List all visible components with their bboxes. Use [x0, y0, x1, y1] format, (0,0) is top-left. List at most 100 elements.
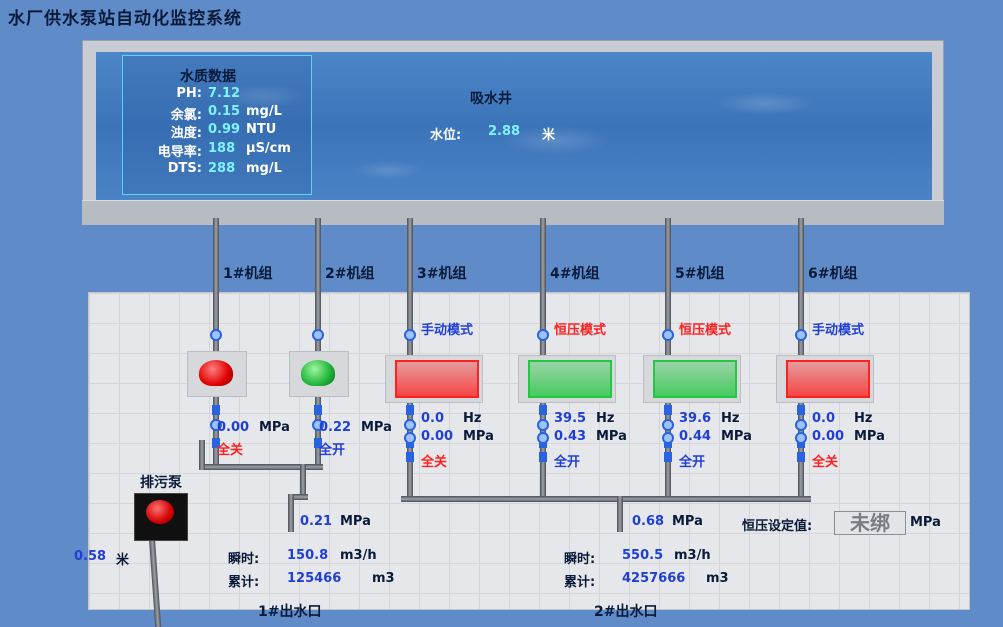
wq-unit: mg/L	[246, 161, 282, 176]
outlet2-total-unit: m3	[706, 571, 729, 586]
wq-unit: mg/L	[246, 104, 282, 119]
water-quality-title: 水质数据	[180, 69, 236, 85]
valve-icon[interactable]	[537, 329, 549, 341]
unit-pressure-value: 0.00	[812, 429, 845, 444]
pipe-fitting	[664, 405, 672, 415]
outlet2-total-label: 累计:	[564, 575, 596, 590]
wq-label: 余氯:	[170, 108, 202, 123]
valve-icon[interactable]	[404, 432, 416, 444]
pipe-unit-2	[315, 218, 321, 466]
outlet2-pressure-unit: MPa	[672, 514, 703, 529]
pipe-fitting	[797, 452, 805, 462]
outlet2-manifold	[401, 496, 811, 502]
valve-icon[interactable]	[537, 432, 549, 444]
outlet2-pipe	[617, 496, 623, 532]
wq-label: PH:	[176, 86, 202, 101]
unit-frequency-value: 0.0	[812, 411, 836, 426]
valve-icon[interactable]	[312, 419, 324, 431]
unit-valve-status: 全关	[812, 455, 839, 470]
setpoint-label: 恒压设定值:	[742, 519, 813, 534]
pipe-fitting	[664, 452, 672, 462]
valve-icon[interactable]	[662, 419, 674, 431]
outlet1-total-value: 125466	[287, 571, 342, 586]
well-level-value: 2.88	[488, 124, 521, 139]
valve-icon[interactable]	[662, 432, 674, 444]
valve-icon[interactable]	[210, 329, 222, 341]
valve-icon[interactable]	[537, 419, 549, 431]
unit-frequency-unit: Hz	[854, 411, 873, 426]
wq-label: 电导率:	[157, 145, 202, 160]
unit-name-3: 3#机组	[417, 266, 467, 282]
suction-well-edge	[82, 200, 944, 225]
wq-value: 0.15	[208, 104, 241, 119]
unit-valve-status: 全开	[554, 455, 581, 470]
unit-pressure-unit: MPa	[463, 429, 494, 444]
sewage-pump-label: 排污泵	[140, 475, 182, 491]
valve-icon[interactable]	[210, 419, 222, 431]
unit-frequency-value: 0.0	[421, 411, 445, 426]
setpoint-unit: MPa	[910, 515, 941, 530]
outlet1-name: 1#出水口	[258, 604, 322, 620]
outlet1-instant-value: 150.8	[287, 548, 329, 563]
unit-frequency-unit: Hz	[596, 411, 615, 426]
valve-icon[interactable]	[795, 329, 807, 341]
suction-well-name: 吸水井	[470, 91, 512, 107]
valve-icon[interactable]	[404, 419, 416, 431]
water-quality-panel	[122, 55, 312, 195]
pipe-fitting	[406, 452, 414, 462]
unit-pressure-value: 0.00	[421, 429, 454, 444]
setpoint-input[interactable]: 未绑	[834, 511, 906, 535]
unit-name-4: 4#机组	[550, 266, 600, 282]
unit-mode-5[interactable]: 恒压模式	[679, 323, 732, 338]
unit-pressure-value: 0.00	[217, 420, 250, 435]
valve-icon[interactable]	[312, 329, 324, 341]
unit-valve-status: 全关	[217, 443, 244, 458]
outlet1-pipe	[288, 494, 294, 532]
unit-pressure-value: 0.22	[319, 420, 352, 435]
outlet1-instant-unit: m3/h	[340, 548, 377, 563]
pipe-fitting	[212, 405, 220, 415]
unit-pressure-value: 0.44	[679, 429, 712, 444]
valve-icon[interactable]	[404, 329, 416, 341]
outlet1-riser	[300, 464, 306, 494]
pipe-fitting	[797, 405, 805, 415]
pump-5[interactable]	[653, 360, 737, 398]
valve-icon[interactable]	[795, 419, 807, 431]
unit-valve-status: 全开	[679, 455, 706, 470]
pipe-fitting	[539, 405, 547, 415]
pump-2[interactable]	[301, 360, 335, 386]
pump-6[interactable]	[786, 360, 870, 398]
sewage-level-value: 0.58	[74, 549, 107, 564]
unit-frequency-unit: Hz	[463, 411, 482, 426]
wq-value: 7.12	[208, 86, 241, 101]
unit-valve-status: 全开	[319, 443, 346, 458]
unit-name-5: 5#机组	[675, 266, 725, 282]
unit-pressure-unit: MPa	[361, 420, 392, 435]
unit-mode-4[interactable]: 恒压模式	[554, 323, 607, 338]
valve-icon[interactable]	[662, 329, 674, 341]
valve-icon[interactable]	[795, 432, 807, 444]
unit-name-6: 6#机组	[808, 266, 858, 282]
pipe-fitting	[539, 452, 547, 462]
unit-name-1: 1#机组	[223, 266, 273, 282]
unit-frequency-unit: Hz	[721, 411, 740, 426]
outlet1-pressure-value: 0.21	[300, 514, 333, 529]
unit-mode-3[interactable]: 手动模式	[421, 323, 474, 338]
outlet1-total-unit: m3	[372, 571, 395, 586]
pump-3[interactable]	[395, 360, 479, 398]
outlet1-elbow	[290, 494, 308, 500]
wq-unit: μS/cm	[246, 141, 291, 156]
outlet2-name: 2#出水口	[594, 604, 658, 620]
outlet2-instant-label: 瞬时:	[564, 552, 596, 567]
pump-room-floor	[88, 292, 970, 610]
pump-1[interactable]	[199, 360, 233, 386]
wq-label: 浊度:	[170, 126, 202, 141]
outlet2-instant-value: 550.5	[622, 548, 664, 563]
pump-4[interactable]	[528, 360, 612, 398]
unit-pressure-unit: MPa	[721, 429, 752, 444]
unit-pressure-unit: MPa	[259, 420, 290, 435]
unit-mode-6[interactable]: 手动模式	[812, 323, 865, 338]
pipe-fitting	[212, 438, 220, 448]
well-level-unit: 米	[542, 128, 556, 143]
wq-label: DTS:	[167, 161, 202, 176]
